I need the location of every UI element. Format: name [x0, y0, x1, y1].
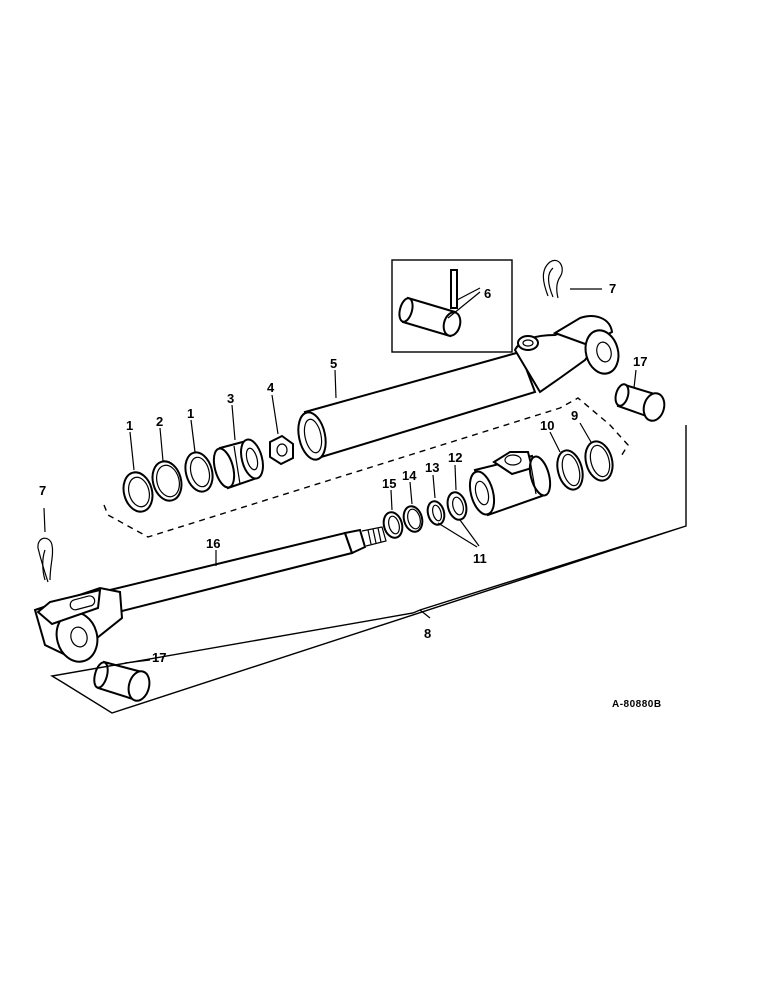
- callout-labels: 1 2 1 3 4 5 6 7 7 8 9 10 11 12 13 14 15 …: [39, 281, 647, 665]
- item-8-bracket: [50, 425, 687, 714]
- piston-3: [212, 438, 264, 490]
- callout-15: 15: [382, 476, 396, 491]
- ring-9: [584, 440, 614, 482]
- callout-7a: 7: [609, 281, 616, 296]
- seal-12: [446, 491, 468, 521]
- cotter-pin-7-upper: [542, 259, 602, 299]
- callout-7b: 7: [39, 483, 46, 498]
- callout-13: 13: [425, 460, 439, 475]
- cylinder-body-5: [297, 315, 620, 461]
- rod-gland: [468, 451, 552, 517]
- leader-lines: [129, 369, 592, 566]
- callout-1b: 1: [187, 406, 194, 421]
- seal-13: [426, 500, 446, 526]
- inset-box: [391, 259, 513, 353]
- callout-14: 14: [402, 468, 417, 483]
- callout-5: 5: [330, 356, 337, 371]
- nut-4: [269, 434, 294, 466]
- ring-1-left: [122, 471, 154, 513]
- seal-15: [382, 511, 404, 539]
- ring-2: [151, 460, 183, 502]
- clevis-pin-17-lower: [93, 659, 151, 702]
- callout-10: 10: [540, 418, 554, 433]
- cotter-pin-7-left: [37, 507, 54, 583]
- seal-14: [402, 505, 424, 533]
- pin-6: [398, 269, 481, 338]
- ring-1-right: [184, 451, 214, 493]
- callout-17a: 17: [633, 354, 647, 369]
- piston-rod-16: [33, 526, 387, 663]
- callout-4: 4: [267, 380, 275, 395]
- callout-12: 12: [448, 450, 462, 465]
- callout-17b: 17: [152, 650, 166, 665]
- callout-16: 16: [206, 536, 220, 551]
- clevis-pin-17-upper: [614, 369, 666, 422]
- ring-10: [556, 449, 584, 491]
- callout-8: 8: [424, 626, 431, 641]
- callout-3: 3: [227, 391, 234, 406]
- assembly-bracket-dashed: [103, 397, 629, 538]
- callout-1a: 1: [126, 418, 133, 433]
- callout-2: 2: [156, 414, 163, 429]
- callout-11: 11: [473, 551, 487, 566]
- callout-9: 9: [571, 408, 578, 423]
- callout-6: 6: [484, 286, 491, 301]
- reference-code: A-80880B: [612, 699, 662, 710]
